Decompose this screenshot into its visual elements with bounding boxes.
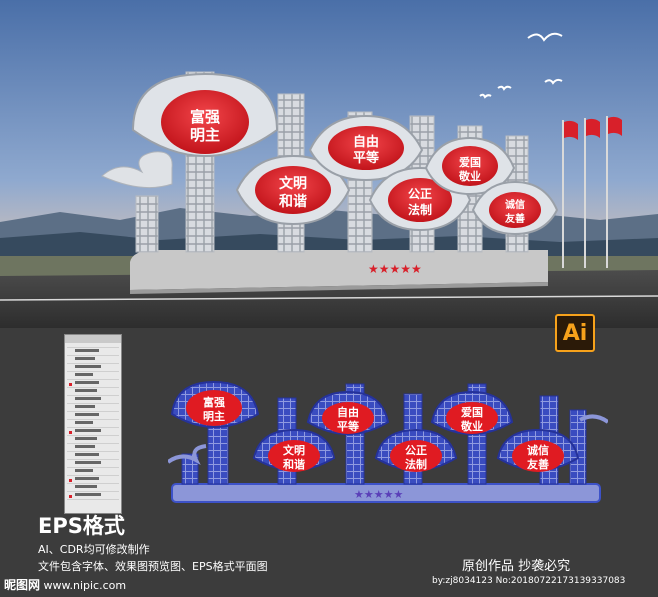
slogan-2-line2: 和谐 — [279, 193, 307, 210]
plan-slogan-2-line2: 和谐 — [283, 457, 305, 471]
slogans-render: 富强 明主 文明 和谐 自由 平等 公正 法制 爱国 敬业 诚信 友善 — [190, 108, 525, 225]
slogan-5-line1: 爱国 — [459, 156, 481, 169]
description-line-2: 文件包含字体、效果图预览图、EPS格式平面图 — [38, 560, 268, 573]
plan-slogan-5-line2: 敬业 — [460, 419, 483, 433]
plan-slogan-5-line1: 爱国 — [461, 406, 483, 419]
plan-slogan-2-line1: 文明 — [283, 443, 305, 457]
slogan-2-line1: 文明 — [279, 175, 307, 192]
flat-plan-svg: ★★★★★ — [166, 380, 610, 503]
slogan-4-line1: 公正 — [408, 187, 432, 201]
slogan-6-line1: 诚信 — [505, 198, 525, 211]
fan-frames-render — [131, 72, 559, 236]
slogan-4-line2: 法制 — [408, 202, 432, 217]
plan-star-icons: ★★★★★ — [354, 488, 403, 501]
slogan-1-line2: 明主 — [190, 126, 220, 144]
plan-slogan-3-line1: 自由 — [337, 405, 359, 419]
description-line-1: AI、CDR均可修改制作 — [38, 543, 150, 556]
watermark-name: 昵图网 — [4, 578, 41, 592]
slogan-3-line2: 平等 — [353, 150, 379, 166]
watermark-url: www.nipic.com — [43, 579, 127, 592]
star-icons: ★★★★★ — [368, 262, 422, 276]
slogan-3-line1: 自由 — [353, 134, 379, 150]
format-title: EPS格式 — [38, 514, 125, 538]
illustrator-icon: Ai — [555, 314, 595, 352]
author-byline: by:zj8034123 No:20180722173139337083 — [432, 576, 626, 586]
plan-slogan-3-line2: 平等 — [337, 419, 359, 433]
original-work-notice: 原创作品 抄袭必究 — [462, 559, 571, 574]
site-watermark: 昵图网 www.nipic.com — [4, 576, 126, 593]
slogan-1-line1: 富强 — [190, 108, 220, 126]
seagull-icons — [479, 32, 563, 99]
slogan-5-line2: 敬业 — [458, 169, 481, 183]
plan-slogan-1-line1: 富强 — [203, 395, 225, 409]
layers-list-thumbnail — [65, 335, 121, 500]
plan-slogan-4-line2: 法制 — [405, 457, 427, 471]
plan-slogan-1-line2: 明主 — [203, 409, 225, 423]
plan-slogan-6-line2: 友善 — [527, 457, 549, 471]
rendering-scene: ★★★★★ — [0, 0, 658, 328]
ai-badge-label: Ai — [562, 320, 588, 346]
slogans-plan: 富强 明主 文明 和谐 自由 平等 公正 法制 爱国 敬业 诚信 友善 — [203, 395, 549, 471]
plan-slogan-4-line1: 公正 — [405, 444, 427, 457]
slogan-6-line2: 友善 — [505, 212, 525, 225]
scene-illustration: ★★★★★ — [0, 0, 658, 328]
flag-poles — [562, 116, 622, 268]
flat-plan-drawing: ★★★★★ — [166, 370, 610, 510]
plan-slogan-6-line1: 诚信 — [527, 443, 549, 457]
svg-text:★★★★★: ★★★★★ — [368, 262, 422, 276]
layers-panel — [64, 334, 122, 514]
